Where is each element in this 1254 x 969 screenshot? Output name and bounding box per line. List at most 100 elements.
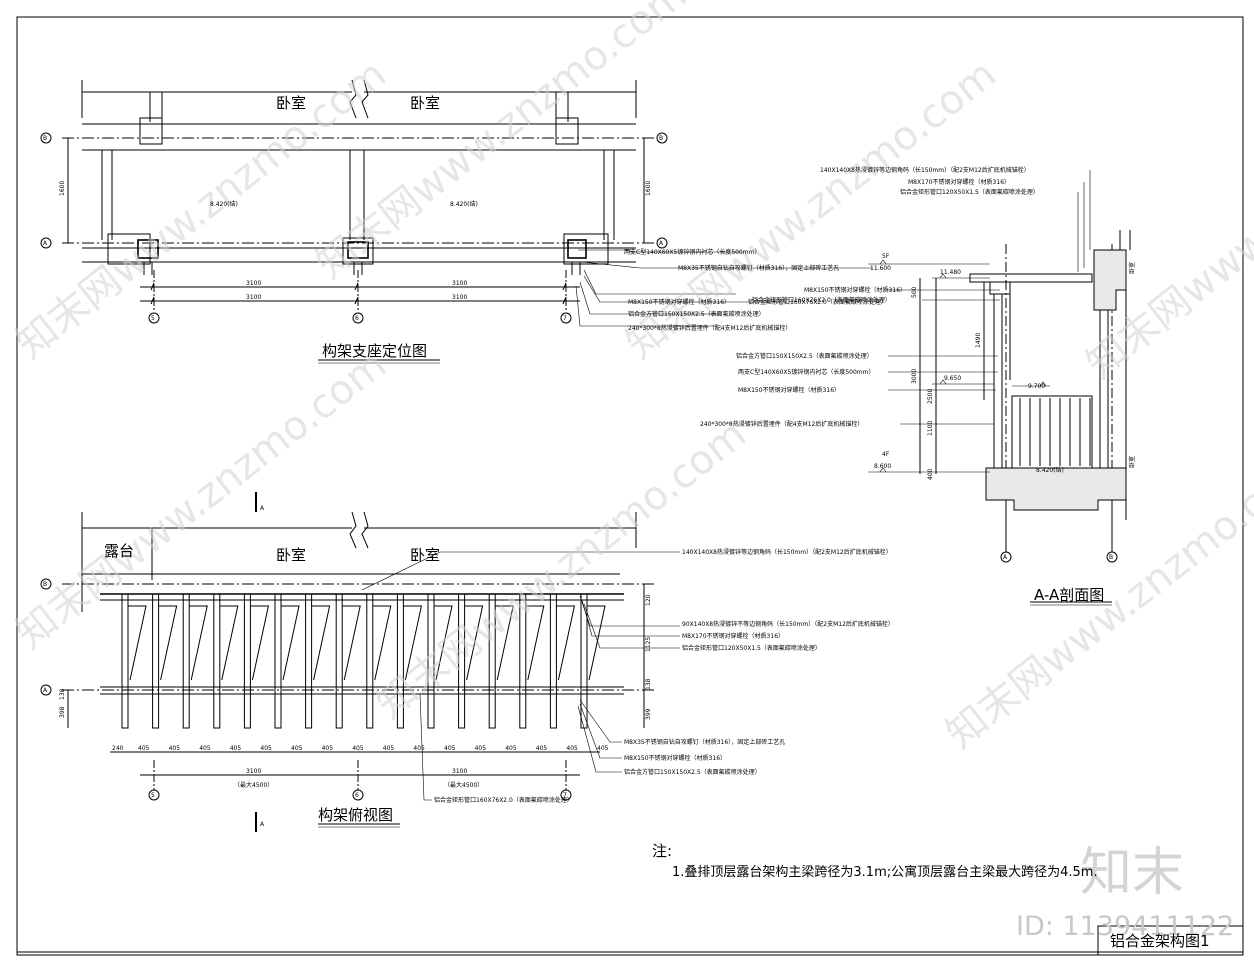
dim-label: 1600 bbox=[645, 181, 652, 196]
watermark-4: 知末网www.znzmo.com bbox=[368, 411, 755, 728]
dim-label: 138 bbox=[59, 688, 66, 700]
dim-label: 500 bbox=[911, 286, 918, 298]
axis-label: B bbox=[1109, 554, 1113, 561]
dim-label: 405 bbox=[138, 745, 150, 752]
remark-head: 注: bbox=[652, 842, 672, 860]
note-text: M8X170不锈钢对穿螺栓（材质316） bbox=[908, 178, 1010, 186]
dim-label: 1600 bbox=[59, 181, 66, 196]
note-text: 铝合金方管口150X150X2.5（表面氟碳喷涂处理） bbox=[736, 352, 873, 360]
floor-label: 5F bbox=[882, 253, 890, 260]
slat bbox=[305, 593, 313, 729]
dim-label: 1125 bbox=[645, 637, 652, 652]
level-label: 8.420(结) bbox=[450, 200, 478, 208]
slat-brace bbox=[434, 605, 453, 681]
slat bbox=[213, 593, 221, 729]
section-mark: A bbox=[260, 821, 265, 828]
slat bbox=[243, 593, 251, 729]
dim-label: 398 bbox=[59, 706, 66, 718]
dim-label: 405 bbox=[199, 745, 211, 752]
level-label: 8.600 bbox=[874, 463, 891, 470]
room-label: 卧室 bbox=[410, 546, 440, 564]
dim-label: 1100 bbox=[927, 421, 934, 436]
dim-label: 240 bbox=[112, 745, 124, 752]
axis-label: B bbox=[659, 135, 663, 142]
id-watermark: ID: 1139411122 bbox=[1016, 911, 1234, 942]
note-text: 90X140X8热浸镀锌不等边钢角码（长150mm）（配2支M12后扩底机械锚栓… bbox=[682, 620, 894, 628]
note-text: 两支C型140X60X5镀锌钢内衬芯（长度500mm） bbox=[738, 368, 874, 376]
axis-label: 7 bbox=[563, 792, 567, 799]
dim-label: 3100 bbox=[246, 768, 261, 775]
dim-label: 2500 bbox=[927, 389, 934, 404]
slat bbox=[549, 593, 557, 729]
slat-brace bbox=[403, 605, 423, 681]
note-text: 两支C型140X60X5镀锌钢内衬芯（长度500mm） bbox=[624, 248, 760, 256]
room-label-small: 卧室 bbox=[1128, 262, 1136, 274]
note-text: M8X150不锈钢对穿螺栓（材质316） bbox=[804, 286, 906, 294]
drawing-title: A-A剖面图 bbox=[1034, 586, 1104, 604]
remark-line: 1.叠排顶层露台架构主梁跨径为3.1m;公寓顶层露台主梁最大跨径为4.5m. bbox=[672, 864, 1098, 880]
slat bbox=[182, 593, 190, 729]
note-text: M8X170不锈钢对穿螺栓（材质316） bbox=[682, 632, 784, 640]
dim-label: 3100 bbox=[246, 280, 261, 287]
dim-label: 400 bbox=[927, 468, 934, 480]
dim-label: 1490 bbox=[975, 333, 982, 348]
section-a-a bbox=[868, 170, 1131, 606]
slat bbox=[427, 593, 435, 729]
dim-label: 405 bbox=[536, 745, 548, 752]
dim-label: 3100 bbox=[452, 280, 467, 287]
dim-label: 3100 bbox=[452, 768, 467, 775]
dim-label: 405 bbox=[352, 745, 364, 752]
slat bbox=[519, 593, 527, 729]
slat bbox=[152, 593, 160, 729]
dim-label: 405 bbox=[505, 745, 517, 752]
slat bbox=[488, 593, 496, 729]
watermark-2: 知末网www.znzmo.com bbox=[308, 0, 695, 288]
note-text: 铝合金方管口150X150X2.5（表面氟碳喷涂处理） bbox=[628, 310, 765, 318]
note-text: 铝合金方管口150X150X2.5（表面氟碳喷涂处理） bbox=[624, 768, 761, 776]
note-text: 铝合金矩形管口160X76X2.0（表面氟碳喷涂处理） bbox=[748, 298, 887, 306]
note-text: M8X35不锈钢自钻自攻螺钉（材质316），固定上部砖工艺孔 bbox=[678, 264, 839, 272]
axis-label: 5 bbox=[151, 315, 155, 322]
dim-label: 405 bbox=[413, 745, 425, 752]
axis-label: A bbox=[1003, 554, 1008, 561]
slat bbox=[274, 593, 282, 729]
axis-label: B bbox=[43, 581, 47, 588]
slat-brace bbox=[189, 605, 208, 681]
slat-brace bbox=[342, 605, 361, 681]
slat-brace bbox=[281, 605, 300, 681]
level-label: 8.420(结) bbox=[1036, 466, 1064, 474]
note-text: M8X150不锈钢对穿螺栓（材质316） bbox=[738, 386, 840, 394]
room-label-small: 卧室 bbox=[1128, 456, 1136, 468]
slat bbox=[458, 593, 466, 729]
room-label: 卧室 bbox=[410, 94, 440, 112]
note-text: 铝合金矩形管口120X50X1.5（表面氟碳喷涂处理） bbox=[900, 188, 1039, 196]
watermark-3: 知末网www.znzmo.com bbox=[8, 341, 395, 658]
note-text: M8X35不锈钢自钻自攻螺钉（材质316），固定上部砖工艺孔 bbox=[624, 738, 785, 746]
note-text: 240*300*8热浸镀锌后置埋件（配4支M12后扩底机械锚栓） bbox=[628, 324, 791, 332]
dim-label: 405 bbox=[475, 745, 487, 752]
slat-brace bbox=[587, 605, 606, 681]
section-mark: A bbox=[260, 505, 265, 512]
watermark-5: 知末网www.znzmo.com bbox=[618, 51, 1005, 368]
dim-label: 405 bbox=[260, 745, 272, 752]
drawing-title: 构架支座定位图 bbox=[322, 342, 427, 360]
dim-label: 138 bbox=[645, 678, 652, 690]
axis-label: 6 bbox=[355, 792, 359, 799]
dim-label: 405 bbox=[566, 745, 578, 752]
slat-brace bbox=[372, 605, 392, 681]
brand-watermark: 知末 bbox=[1080, 843, 1184, 903]
watermark-7: 知末网www.znzmo.com bbox=[1078, 71, 1254, 388]
axis-label: 7 bbox=[563, 315, 567, 322]
slat-brace bbox=[250, 605, 270, 681]
plan-support-layout bbox=[40, 79, 872, 364]
axis-label: 5 bbox=[151, 792, 155, 799]
slat-brace bbox=[556, 605, 576, 681]
sheet-title: 铝合金架构图1 bbox=[1110, 932, 1210, 950]
axis-label: A bbox=[43, 687, 48, 694]
dim-label: 3100 bbox=[452, 294, 467, 301]
room-label: 卧室 bbox=[276, 546, 306, 564]
note-text: 铝合金矩形管口160X76X2.0（表面氟碳喷涂处理） bbox=[434, 796, 573, 804]
note-text: M8X150不锈钢对穿螺栓（材质316） bbox=[628, 298, 730, 306]
